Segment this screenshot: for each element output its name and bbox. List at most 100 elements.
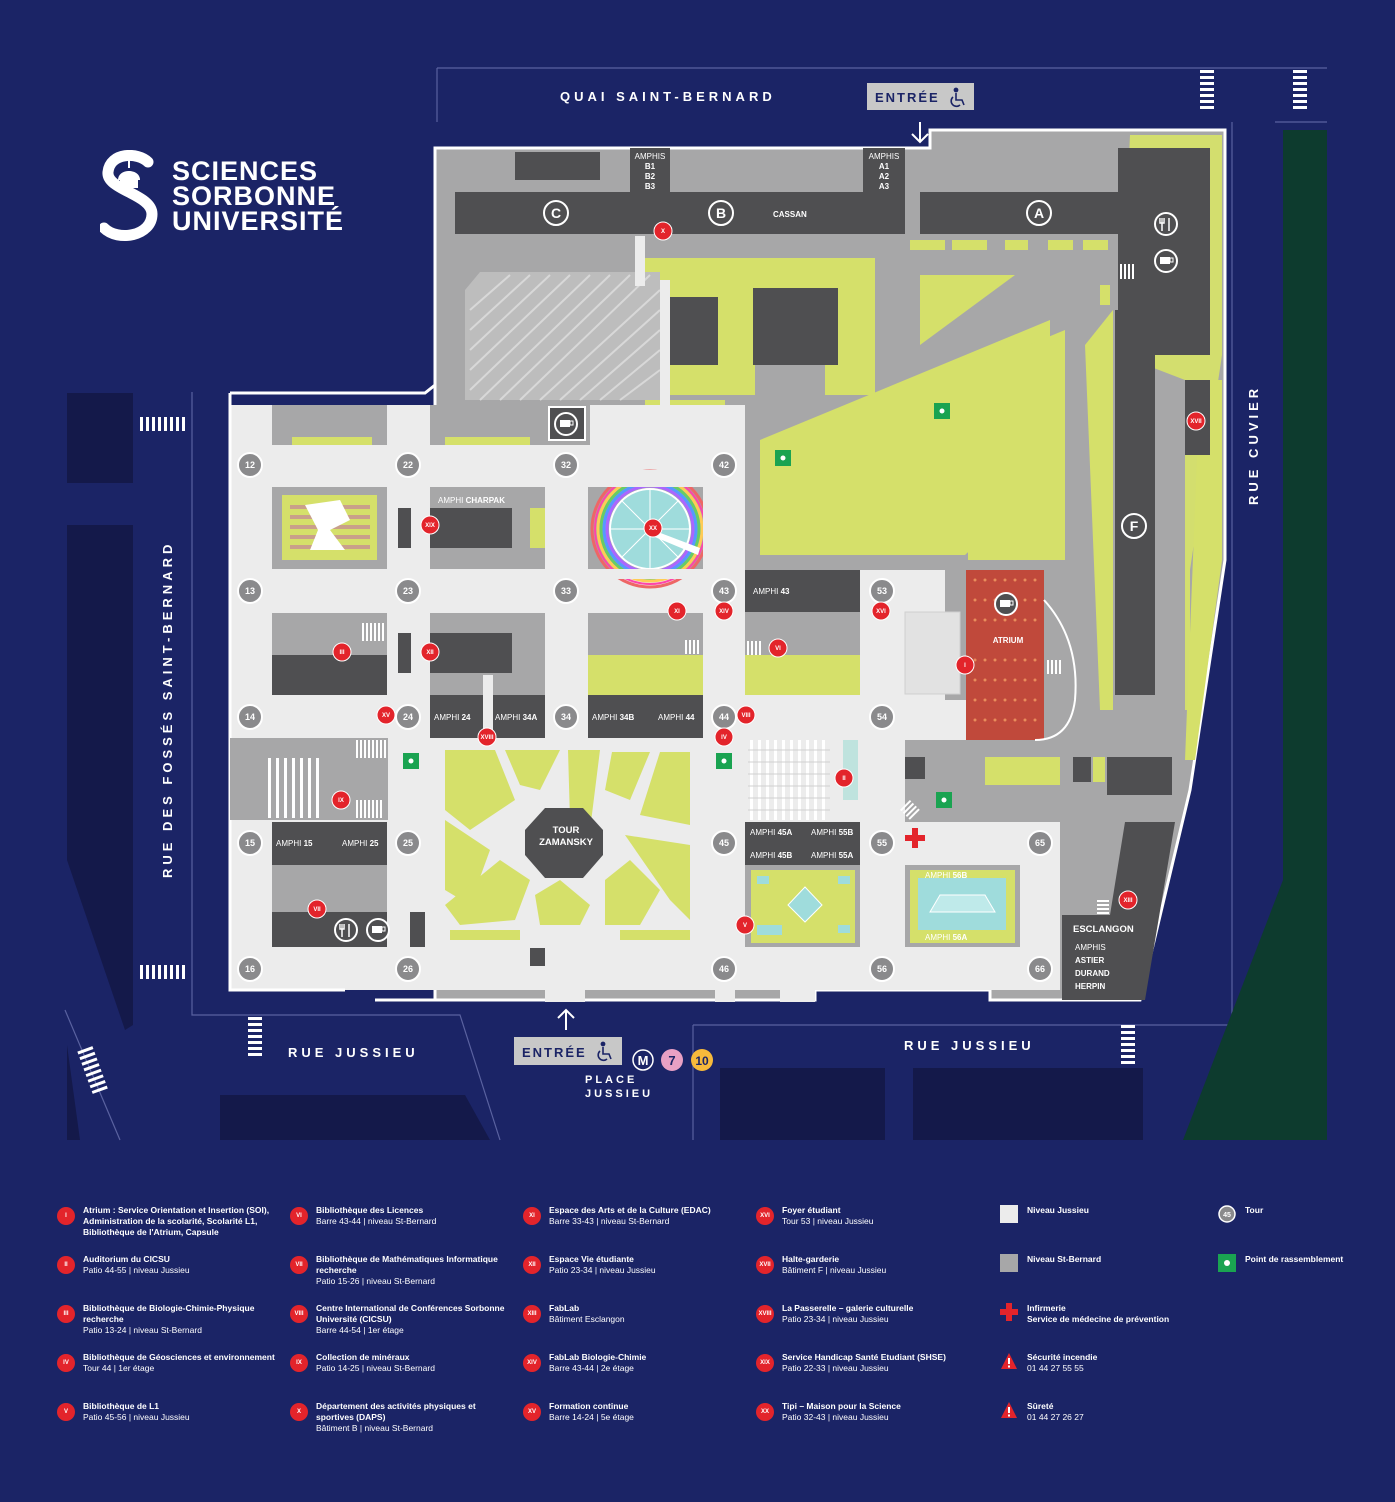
marker-ix[interactable]: IX bbox=[331, 790, 351, 810]
tower-33[interactable]: 33 bbox=[553, 578, 579, 604]
svg-text:XI: XI bbox=[674, 609, 680, 615]
building-b-marker[interactable]: B bbox=[708, 200, 734, 226]
amphi-a3: A3 bbox=[879, 182, 890, 191]
tour-zamansky-line1: TOUR bbox=[553, 825, 580, 836]
legend-badge: X bbox=[290, 1403, 308, 1421]
tower-32[interactable]: 32 bbox=[553, 452, 579, 478]
building-c-marker[interactable]: C bbox=[543, 200, 569, 226]
svg-text:XIX: XIX bbox=[425, 523, 435, 529]
tower-53[interactable]: 53 bbox=[869, 578, 895, 604]
marker-xviii[interactable]: XVIII bbox=[477, 727, 497, 747]
tower-56[interactable]: 56 bbox=[869, 956, 895, 982]
tower-13[interactable]: 13 bbox=[237, 578, 263, 604]
marker-vii[interactable]: VII bbox=[307, 899, 327, 919]
marker-i[interactable]: I bbox=[955, 655, 975, 675]
amphi-24: AMPHI 24 bbox=[434, 713, 471, 722]
entrance-north[interactable]: ENTRÉE bbox=[867, 83, 974, 144]
marker-xv[interactable]: XV bbox=[376, 705, 396, 725]
legend-badge: XVIII bbox=[756, 1305, 774, 1323]
building-a-marker[interactable]: A bbox=[1026, 200, 1052, 226]
building-f-marker[interactable]: F bbox=[1121, 513, 1147, 539]
marker-iv[interactable]: IV bbox=[714, 727, 734, 747]
tower-46[interactable]: 46 bbox=[711, 956, 737, 982]
tower-15[interactable]: 15 bbox=[237, 830, 263, 856]
tower-25[interactable]: 25 bbox=[395, 830, 421, 856]
marker-x[interactable]: X bbox=[653, 221, 673, 241]
tower-44[interactable]: 44 bbox=[711, 704, 737, 730]
tower-54[interactable]: 54 bbox=[869, 704, 895, 730]
amphis-a-title: AMPHIS bbox=[869, 152, 900, 161]
legend-badge: XV bbox=[523, 1403, 541, 1421]
amphi-herpin: HERPIN bbox=[1075, 982, 1105, 991]
legend-title: Bibliothèque de Biologie-Chimie-Physique… bbox=[83, 1303, 255, 1324]
tower-65[interactable]: 65 bbox=[1027, 830, 1053, 856]
marker-iii[interactable]: III bbox=[332, 642, 352, 662]
svg-text:53: 53 bbox=[877, 586, 887, 596]
marker-xvii[interactable]: XVII bbox=[1186, 411, 1206, 431]
tower-icon: 45 bbox=[1218, 1205, 1236, 1223]
accessible-icon bbox=[950, 87, 965, 108]
tower-14[interactable]: 14 bbox=[237, 704, 263, 730]
entrance-north-label: ENTRÉE bbox=[875, 90, 940, 105]
amphi-15: AMPHI 15 bbox=[276, 839, 313, 848]
logo-line-1: SCIENCES bbox=[172, 155, 319, 186]
legend-title: Espace Vie étudiante bbox=[549, 1254, 634, 1264]
amphi-a2: A2 bbox=[879, 172, 890, 181]
amphi-astier: ASTIER bbox=[1075, 956, 1105, 965]
tower-45[interactable]: 45 bbox=[711, 830, 737, 856]
legend-sub: Patio 14-25 | niveau St-Bernard bbox=[316, 1363, 435, 1373]
tower-24[interactable]: 24 bbox=[395, 704, 421, 730]
tower-43[interactable]: 43 bbox=[711, 578, 737, 604]
entrance-south[interactable]: ENTRÉE bbox=[514, 1008, 622, 1065]
svg-text:46: 46 bbox=[719, 964, 729, 974]
marker-xx[interactable]: XX bbox=[643, 518, 663, 538]
marker-xi[interactable]: XI bbox=[667, 601, 687, 621]
building-a bbox=[920, 192, 1120, 234]
legend-sub: Barre 43-44 | 2e étage bbox=[549, 1363, 634, 1373]
entrance-south-label: ENTRÉE bbox=[522, 1045, 587, 1060]
tower-22[interactable]: 22 bbox=[395, 452, 421, 478]
tower-55[interactable]: 55 bbox=[869, 830, 895, 856]
legend-badge: III bbox=[57, 1305, 75, 1323]
marker-xiv[interactable]: XIV bbox=[714, 601, 734, 621]
legend-badge: VIII bbox=[290, 1305, 308, 1323]
tower-34[interactable]: 34 bbox=[553, 704, 579, 730]
legend-sub: Tour 53 | niveau Jussieu bbox=[782, 1216, 874, 1226]
legend-badge: XX bbox=[756, 1403, 774, 1421]
svg-text:XV: XV bbox=[382, 713, 390, 719]
marker-viii[interactable]: VIII bbox=[736, 705, 756, 725]
marker-xii[interactable]: XII bbox=[420, 642, 440, 662]
tower-42[interactable]: 42 bbox=[711, 452, 737, 478]
legend-title: Formation continue bbox=[549, 1401, 629, 1411]
svg-text:VI: VI bbox=[775, 646, 781, 652]
svg-text:43: 43 bbox=[719, 586, 729, 596]
marker-vi[interactable]: VI bbox=[768, 638, 788, 658]
svg-text:B: B bbox=[716, 205, 726, 221]
metro-station[interactable]: M 7 10 bbox=[632, 1049, 713, 1071]
svg-text:XVIII: XVIII bbox=[480, 735, 493, 741]
marker-ii[interactable]: II bbox=[834, 768, 854, 788]
svg-text:VIII: VIII bbox=[741, 713, 750, 719]
tower-23[interactable]: 23 bbox=[395, 578, 421, 604]
legend-infirmerie-text: Service de médecine de prévention bbox=[1027, 1314, 1170, 1324]
legend-badge: VII bbox=[290, 1256, 308, 1274]
marker-xvi[interactable]: XVI bbox=[871, 601, 891, 621]
marker-xiii[interactable]: XIII bbox=[1118, 890, 1138, 910]
legend-sub: Patio 13-24 | niveau St-Bernard bbox=[83, 1325, 202, 1335]
marker-xix[interactable]: XIX bbox=[420, 515, 440, 535]
tower-16[interactable]: 16 bbox=[237, 956, 263, 982]
legend-jussieu: Niveau Jussieu bbox=[1000, 1205, 1200, 1223]
warning-icon bbox=[1001, 1402, 1017, 1418]
marker-v[interactable]: V bbox=[735, 915, 755, 935]
tower-66[interactable]: 66 bbox=[1027, 956, 1053, 982]
tower-12[interactable]: 12 bbox=[237, 452, 263, 478]
svg-text:A: A bbox=[1034, 205, 1044, 221]
amphi-56a: AMPHI 56A bbox=[925, 933, 967, 942]
legend-sub: Patio 32-43 | niveau Jussieu bbox=[782, 1412, 889, 1422]
tower-26[interactable]: 26 bbox=[395, 956, 421, 982]
assembly-point-icon bbox=[1218, 1254, 1236, 1272]
